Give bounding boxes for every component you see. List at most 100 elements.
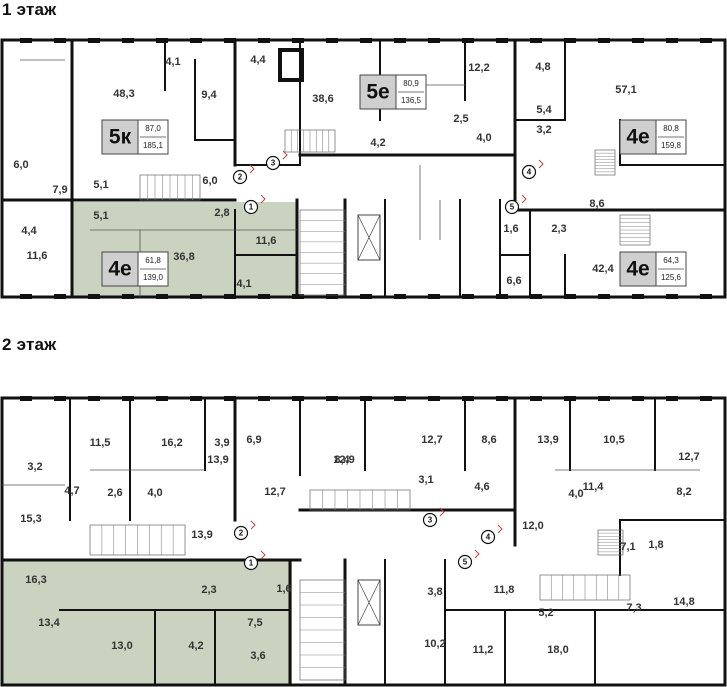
room-area: 2,3 [551,223,566,235]
route-marker[interactable]: 3 [265,150,288,171]
route-marker[interactable]: 1 [243,550,266,571]
room-area: 13,4 [38,617,60,629]
room-area: 10,2 [424,638,445,650]
window-pier [394,38,406,43]
shaft [278,48,304,82]
window-pier [496,396,508,401]
room-area: 18,0 [547,644,568,656]
room-area: 4,8 [535,61,550,73]
arrow-icon [260,194,266,204]
window-pier [258,396,270,401]
room-area: 2,8 [214,207,229,219]
window-pier [360,294,372,299]
apartment-total-area: 80,8 [663,124,679,133]
arrow-icon [521,194,527,204]
window-pier [564,294,576,299]
room-area: 2,5 [453,113,468,125]
room-area: 3,9 [214,437,229,449]
apartment-type: 4е [626,258,649,281]
arrow-icon [474,549,480,559]
stair [594,149,616,176]
window-pier [666,396,678,401]
stair [539,574,631,601]
window-pier [224,396,236,401]
room-area: 11,8 [494,584,515,596]
room-area: 8,4 [334,454,350,466]
window-pier [530,38,542,43]
window-pier [530,294,542,299]
window-pier [190,294,202,299]
elevator [357,214,381,261]
room-area: 16,3 [25,574,46,586]
window-pier [496,294,508,299]
route-marker[interactable]: 4 [480,524,503,545]
room-area: 4,0 [147,487,162,499]
staircase [299,209,346,296]
room-area: 9,4 [201,89,217,101]
route-marker-label: 1 [249,559,254,568]
window-pier [258,38,270,43]
room-area: 16,2 [161,437,182,449]
room-area: 7,3 [626,602,641,614]
window-pier [632,294,644,299]
room-area: 12,7 [678,451,699,463]
arrow-icon [282,150,288,160]
highlighted-apartment[interactable] [2,560,292,685]
arrow-icon [439,507,445,517]
apartment-type: 4е [108,258,131,281]
room-area: 3,8 [427,586,442,598]
window-pier [258,294,270,299]
room-area: 10,5 [603,434,624,446]
window-pier [666,38,678,43]
window-pier [394,396,406,401]
stair [309,489,411,511]
route-marker[interactable]: 2 [232,164,255,185]
window-pier [156,294,168,299]
apartment-total-area: 87,0 [145,124,161,133]
window-pier [326,38,338,43]
route-marker-label: 4 [486,533,491,542]
room-area: 8,6 [481,434,496,446]
route-marker[interactable]: 1 [243,194,266,215]
apartment-total-area: 64,3 [663,256,679,265]
room-area: 4,4 [21,225,37,237]
route-marker[interactable]: 5 [457,549,480,570]
room-area: 14,8 [673,596,694,608]
arrow-icon [250,520,256,530]
window-pier [428,38,440,43]
elevator [357,579,381,626]
room-area: 36,8 [173,251,194,263]
route-marker[interactable]: 5 [504,194,527,215]
window-pier [462,38,474,43]
route-marker[interactable]: 2 [233,520,256,541]
route-marker[interactable]: 4 [521,159,544,180]
window-pier [88,38,100,43]
window-pier [292,38,304,43]
window-pier [54,396,66,401]
staircase [299,579,346,681]
room-area: 11,2 [473,644,494,656]
window-pier [666,294,678,299]
room-area: 15,3 [20,513,41,525]
room-area: 3,6 [250,650,265,662]
window-pier [20,38,32,43]
room-area: 1,8 [648,539,663,551]
room-area: 4,2 [188,640,203,652]
window-pier [122,396,134,401]
room-area: 11,6 [256,235,277,247]
route-marker[interactable]: 3 [422,507,445,528]
window-pier [292,396,304,401]
window-pier [360,38,372,43]
room-area: 5,1 [93,179,108,191]
window-pier [88,396,100,401]
window-pier [190,38,202,43]
window-pier [394,294,406,299]
window-pier [20,294,32,299]
room-area: 2,3 [201,584,216,596]
